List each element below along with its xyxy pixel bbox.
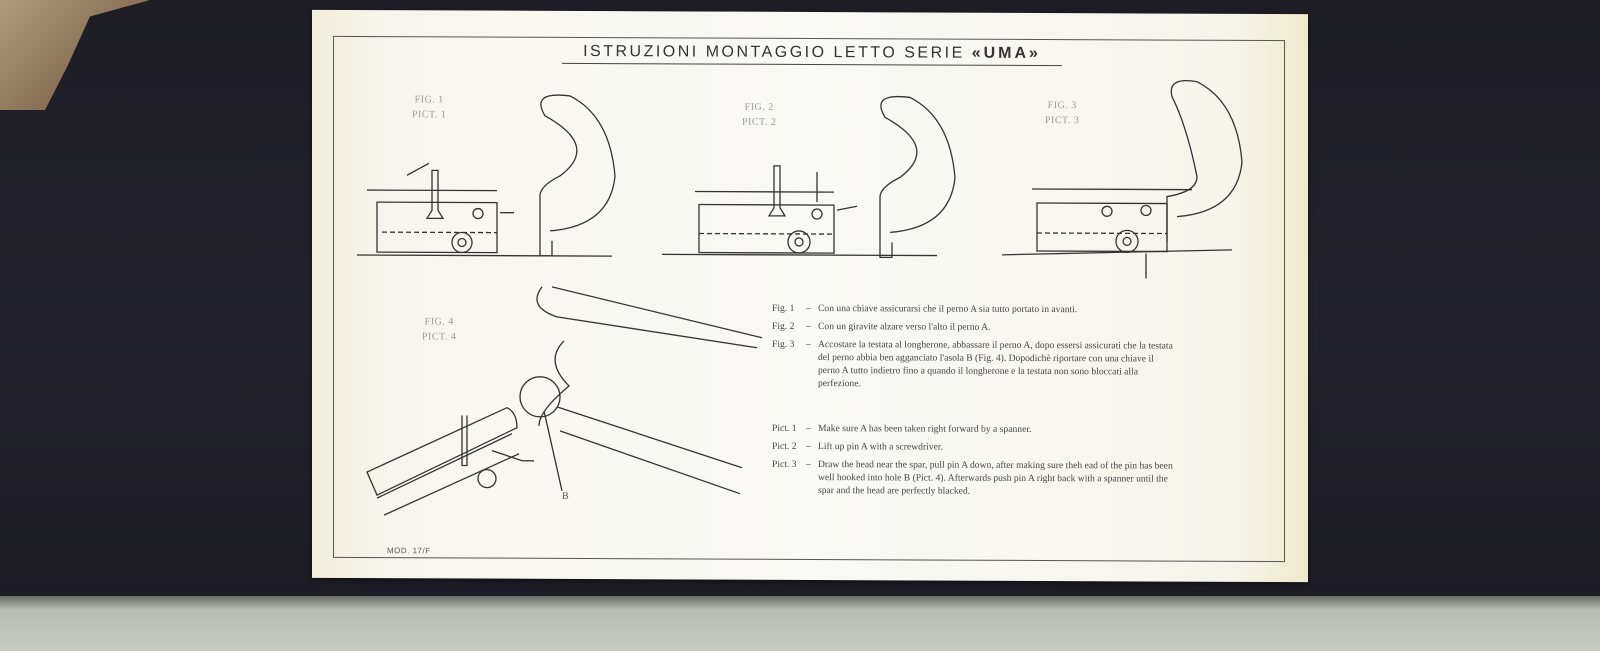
model-code: MOD. 17/F [387,546,431,556]
instruction-row: Fig. 3–Accostare la testata al longheron… [772,338,1173,390]
fig3-drawing [1001,80,1243,279]
instruction-row: Fig. 1–Con una chiave assicurarsi che il… [772,302,1078,316]
callout-b: B [562,490,570,502]
fig1-drawing [357,94,616,257]
instruction-row: Pict. 1–Make sure A has been taken right… [772,422,1032,435]
instruction-row: Pict. 2–Lift up pin A with a screwdriver… [772,440,943,453]
english-instructions: Pict. 1–Make sure A has been taken right… [772,422,1178,504]
shelf-edge [0,596,1600,651]
fig4-drawing [366,286,763,516]
italian-instructions: Fig. 1–Con una chiave assicurarsi che il… [772,302,1178,397]
assembly-drawings [357,80,1243,516]
instruction-row: Fig. 2–Con un giravite alzare verso l'al… [772,320,991,333]
wood-chip [0,0,150,110]
instruction-sheet: ISTRUZIONI MONTAGGIO LETTO SERIE «UMA» F… [312,9,1308,583]
instruction-row: Pict. 3–Draw the head near the spar, pul… [772,458,1173,497]
fig2-drawing [662,95,956,259]
